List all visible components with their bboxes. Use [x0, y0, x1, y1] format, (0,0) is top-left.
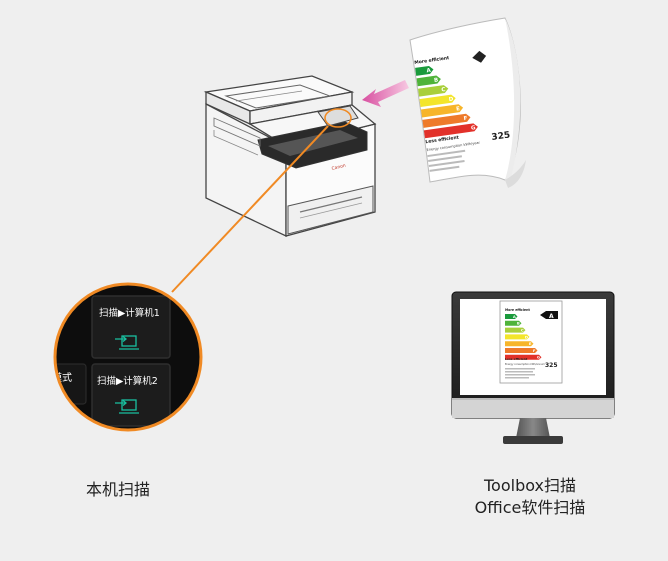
grade-letter-e: E: [456, 106, 461, 112]
printer-illustration: Canon: [203, 75, 377, 238]
paper-bottom-text: Less efficient: [425, 134, 460, 145]
computer-arrow-icon: [115, 335, 139, 350]
grade-bar-c: [418, 85, 449, 97]
grade-letter-c: C: [521, 328, 524, 333]
grade-letter-b: B: [434, 77, 439, 84]
grade-letter-f: F: [533, 348, 536, 353]
toolbox-caption-line2: Office软件扫描: [474, 498, 586, 517]
grade-bar-g: [505, 354, 542, 360]
grade-bar-d: [419, 94, 456, 108]
grade-bar-b: [505, 320, 522, 326]
grade-bar-b: [416, 75, 441, 87]
grade-bar-g: [423, 123, 478, 139]
grade-bar-c: [505, 327, 526, 333]
leader-line: [171, 125, 329, 293]
grade-letter-d: D: [448, 96, 454, 103]
grade-bar-f: [505, 348, 538, 353]
paper-consumption-text: Energy consumption kWh/year: [426, 141, 480, 153]
feed-arrow: [362, 80, 409, 107]
grade-bar-e: [420, 104, 464, 118]
grade-bar-a: [415, 65, 434, 76]
screen-bottom-text: Less efficient: [505, 357, 528, 361]
grade-letter-a: A: [513, 314, 516, 319]
paper-value: 325: [491, 130, 511, 143]
scan-to-computer2-button[interactable]: [91, 363, 171, 427]
button2-label: 扫描▶计算机2: [97, 375, 158, 387]
panel-zoom: 模式 扫描▶计算机1 扫描▶计算机2: [52, 282, 203, 432]
grade-letter-g: G: [471, 125, 477, 132]
toolbox-caption: Toolbox扫描 Office软件扫描: [430, 475, 630, 519]
button1-label: 扫描▶计算机1: [99, 307, 160, 319]
grade-bar-f: [422, 113, 471, 128]
grade-letter-e: E: [529, 341, 532, 346]
grade-letter-c: C: [441, 87, 446, 94]
toolbox-caption-line1: Toolbox扫描: [483, 476, 576, 495]
computer-arrow-icon: [115, 399, 139, 414]
grade-letter-f: F: [463, 116, 468, 122]
grade-bar-e: [505, 341, 534, 347]
grade-bar-a: [505, 314, 518, 319]
local-scan-caption: 本机扫描: [85, 480, 150, 499]
screen-value: 325: [545, 362, 558, 369]
printer-brand: Canon: [331, 163, 347, 172]
grade-letter-a: A: [426, 68, 432, 75]
screen-top-text: More efficient: [505, 308, 530, 312]
panel-highlight-circle: [324, 108, 352, 128]
grade-bar-d: [505, 334, 530, 340]
grade-letter-b: B: [517, 321, 520, 326]
scan-to-computer1-button[interactable]: [91, 295, 171, 359]
grade-letter-g: G: [537, 355, 540, 360]
screen-badge: A: [549, 313, 554, 320]
grade-letter-d: D: [525, 334, 528, 339]
screen-consumption-text: Energy consumption kWh/annum: [505, 363, 545, 366]
paper-top-text: More efficient: [414, 55, 450, 66]
mode-partial-label: 模式: [52, 371, 72, 384]
